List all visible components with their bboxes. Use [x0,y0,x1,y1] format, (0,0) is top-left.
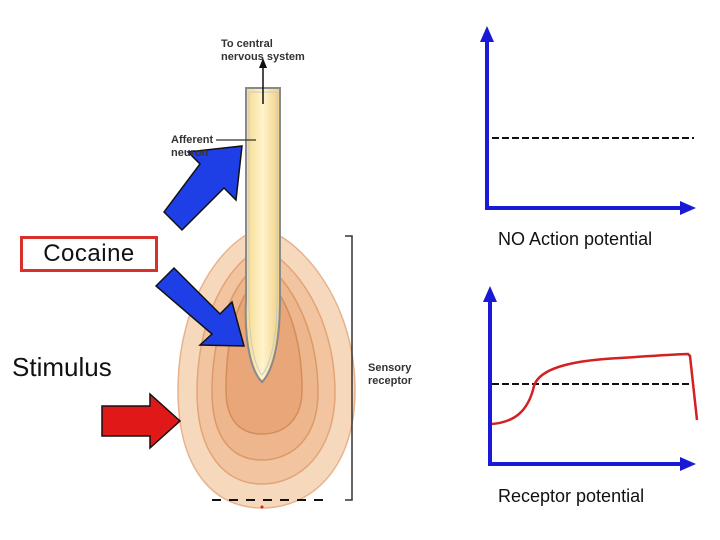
bottom-graph [483,286,699,471]
top-graph-y-arrowhead [480,26,494,42]
stimulus-label: Stimulus [12,352,112,382]
afferent-neuron-axon [244,87,281,384]
blue-arrow-upper [163,145,243,232]
stimulus-arrow [101,392,182,450]
to-cns-arrow [259,58,267,104]
top-graph-x-arrowhead [680,201,696,215]
small-red-dot [260,505,264,509]
sensory-receptor-label: Sensory receptor [368,362,413,387]
to-cns-label: To central nervous system [221,38,305,63]
bottom-graph-y-arrowhead [483,286,497,302]
bottom-graph-x-arrowhead [680,457,696,471]
top-graph [480,26,696,215]
afferent-neuron-label: Afferent neuron [171,134,214,159]
receptor-potential-caption: Receptor potential [498,486,645,506]
receptor-potential-trace [491,352,699,426]
cocaine-label-box: Cocaine [20,236,158,272]
cocaine-label: Cocaine [43,240,135,267]
receptor-bracket [345,235,353,501]
no-action-potential-caption: NO Action potential [498,229,653,249]
blue-arrow-lower [154,266,245,347]
